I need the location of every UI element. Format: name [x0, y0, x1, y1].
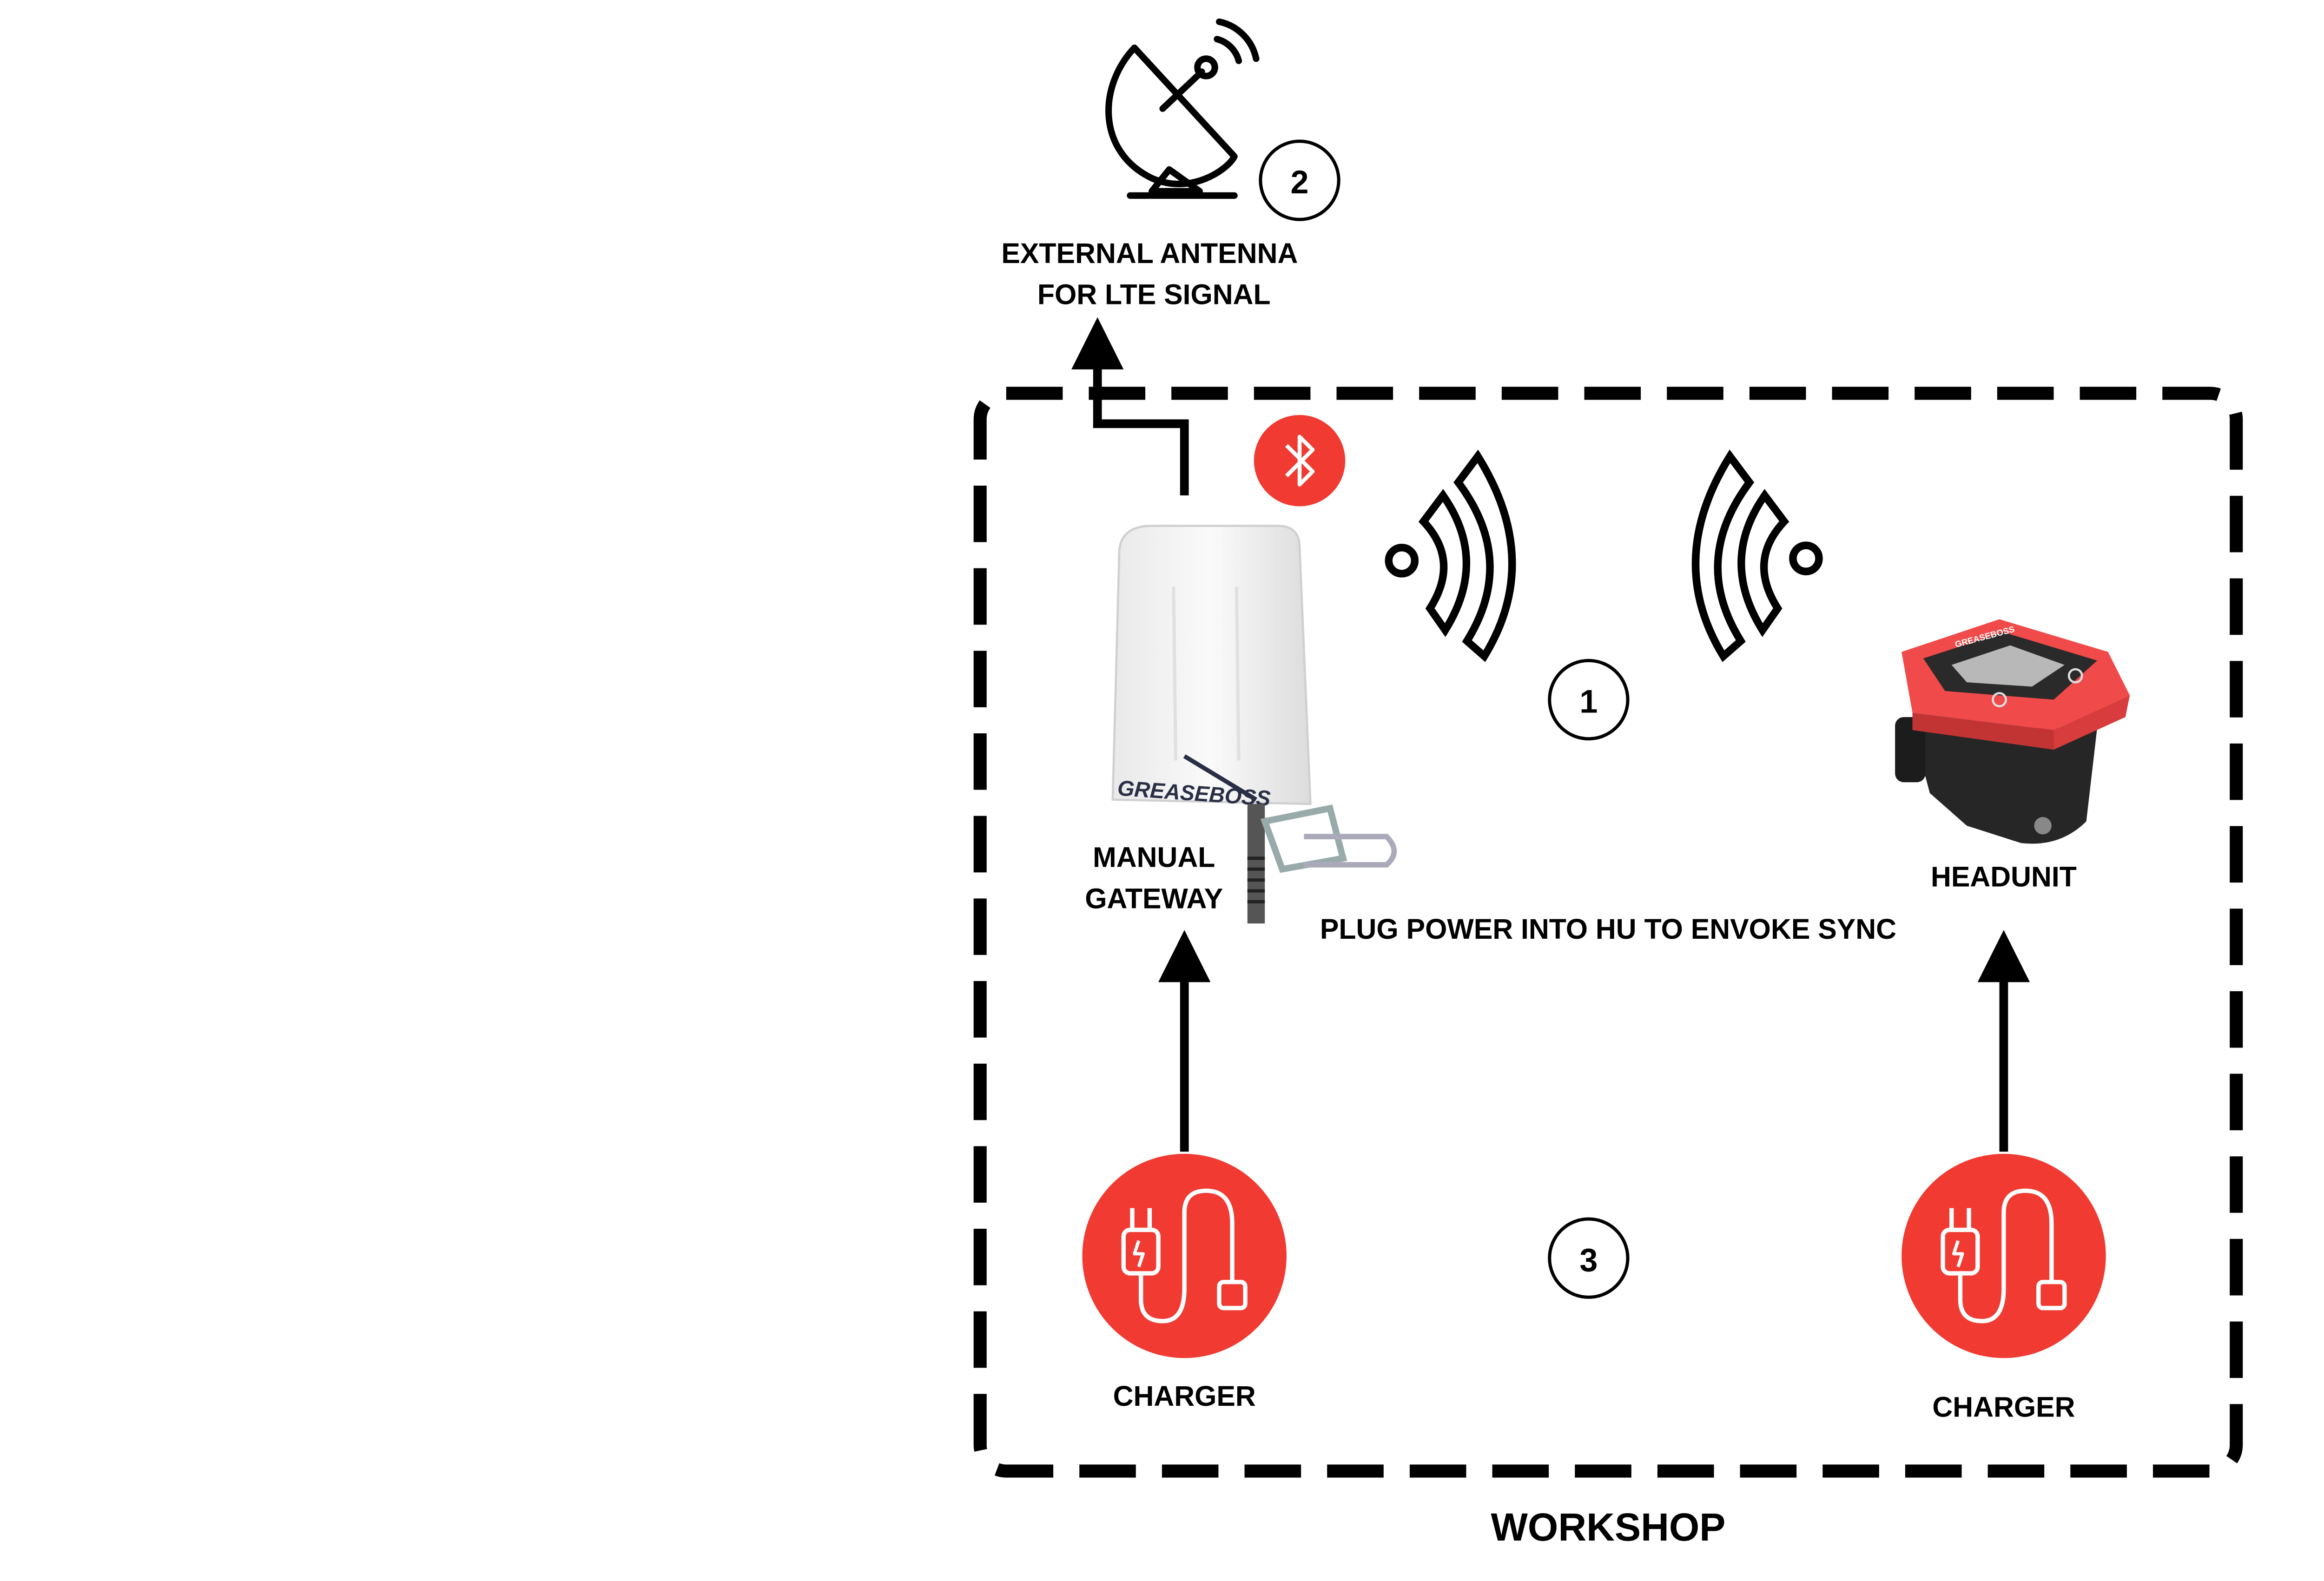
antenna-label-line1: EXTERNAL ANTENNA: [1001, 237, 1298, 269]
charger-left-icon: [1082, 1153, 1287, 1358]
headunit-image: GREASEBOSS: [1895, 619, 2130, 844]
satellite-dish-icon: [1105, 18, 1260, 199]
step-number: 2: [1291, 164, 1309, 200]
wireless-signal-right-icon: [1691, 449, 1823, 662]
antenna-cable-arrow: [1071, 317, 1189, 496]
workshop-boundary: [973, 387, 2243, 1478]
workshop-label: WORKSHOP: [1491, 1505, 1726, 1549]
step-number: 1: [1579, 684, 1598, 720]
step-badge-3: 3: [1548, 1217, 1630, 1299]
step-number: 3: [1579, 1242, 1598, 1278]
charger-left-label: CHARGER: [1113, 1380, 1256, 1412]
sync-instruction: PLUG POWER INTO HU TO ENVOKE SYNC: [1320, 913, 1896, 945]
headunit-label: HEADUNIT: [1931, 861, 2077, 893]
wireless-signal-left-icon: [1385, 449, 1516, 662]
charger-right-icon: [1901, 1153, 2106, 1358]
manual-gateway-image: GREASEBOSS: [1111, 525, 1397, 924]
step-badge-1: 1: [1548, 659, 1630, 741]
charger-right-label: CHARGER: [1932, 1391, 2075, 1423]
gateway-label-line2: GATEWAY: [1085, 883, 1223, 914]
antenna-label-line2: FOR LTE SIGNAL: [1037, 279, 1271, 310]
step-badge-2: 2: [1259, 139, 1340, 221]
gateway-label-line1: MANUAL: [1093, 842, 1215, 873]
bluetooth-icon: [1254, 415, 1346, 507]
